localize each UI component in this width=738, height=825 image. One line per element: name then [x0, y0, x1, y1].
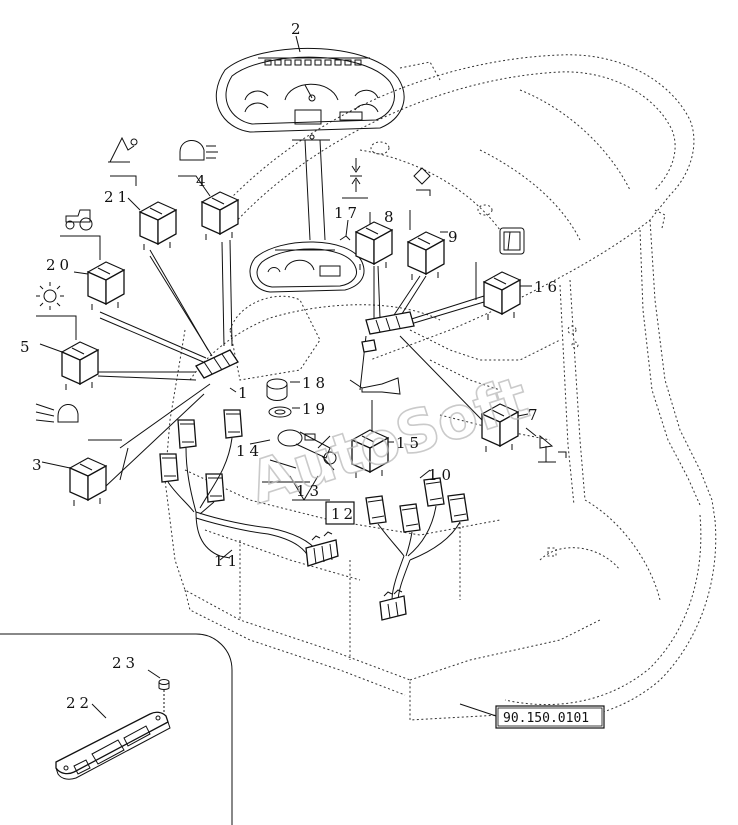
callout-5: 5 — [20, 338, 30, 356]
dash-switch-banks — [195, 311, 415, 379]
switch-9 — [406, 231, 446, 280]
callout-19: 19 — [302, 400, 329, 418]
callout-17: 17 — [334, 204, 361, 222]
headlight-symbol — [35, 403, 79, 423]
callout-12-box: 12 — [325, 501, 356, 525]
callout-9: 9 — [448, 228, 458, 246]
switch-symbols — [35, 136, 567, 463]
horn — [349, 377, 401, 395]
callout-8: 8 — [384, 208, 394, 226]
callout-13: 13 — [296, 482, 323, 500]
cab-window-symbol — [499, 227, 525, 255]
reference-code: 90.150.0101 — [503, 711, 589, 726]
callout-2: 2 — [291, 20, 301, 38]
loader-symbol — [108, 136, 138, 163]
switch-21 — [138, 201, 178, 250]
instrument-cluster-installed — [249, 241, 365, 293]
callout-18: 18 — [302, 374, 329, 392]
callout-14: 14 — [236, 442, 263, 460]
cover-plate-22 — [55, 711, 171, 780]
callout-1: 1 — [238, 384, 248, 402]
inset-detail — [0, 633, 233, 825]
callout-10: 10 — [428, 466, 455, 484]
switch-16 — [482, 271, 522, 320]
switch-5 — [60, 341, 100, 390]
switch-20 — [86, 261, 126, 310]
switch-7 — [480, 403, 520, 452]
callout-3: 3 — [32, 456, 42, 474]
wiring-harness-left — [159, 409, 339, 567]
callout-11: 11 — [214, 552, 241, 570]
rocker-switches — [60, 191, 522, 506]
bolt-23 — [158, 679, 170, 716]
diamond-symbol — [413, 167, 431, 196]
tractor-symbol — [65, 209, 93, 231]
callout-23: 23 — [112, 654, 139, 672]
callout-7: 7 — [528, 406, 538, 424]
callout-22: 22 — [66, 694, 93, 712]
callout-20: 20 — [46, 256, 73, 274]
up-down-arrow-symbol — [350, 158, 362, 192]
callout-labels: 1 2 3 4 5 7 8 9 10 11 12 13 14 15 16 17 … — [20, 20, 561, 712]
wiring-harness-right — [365, 477, 469, 621]
switch-4 — [200, 191, 240, 240]
reference-code-box: 90.150.0101 — [495, 705, 605, 729]
lamp-symbol — [538, 434, 567, 463]
callout-12: 12 — [331, 505, 356, 523]
callout-21: 21 — [104, 188, 131, 206]
light-symbol — [36, 282, 64, 310]
callout-15: 15 — [396, 434, 423, 452]
switch-3 — [68, 457, 108, 506]
switch-15 — [350, 429, 390, 478]
work-light-symbol — [179, 140, 218, 161]
leader-lines — [36, 35, 537, 717]
switch-8 — [354, 221, 394, 270]
callout-4: 4 — [196, 172, 206, 190]
callout-16: 16 — [534, 278, 561, 296]
instrument-cluster-detail — [215, 47, 405, 140]
